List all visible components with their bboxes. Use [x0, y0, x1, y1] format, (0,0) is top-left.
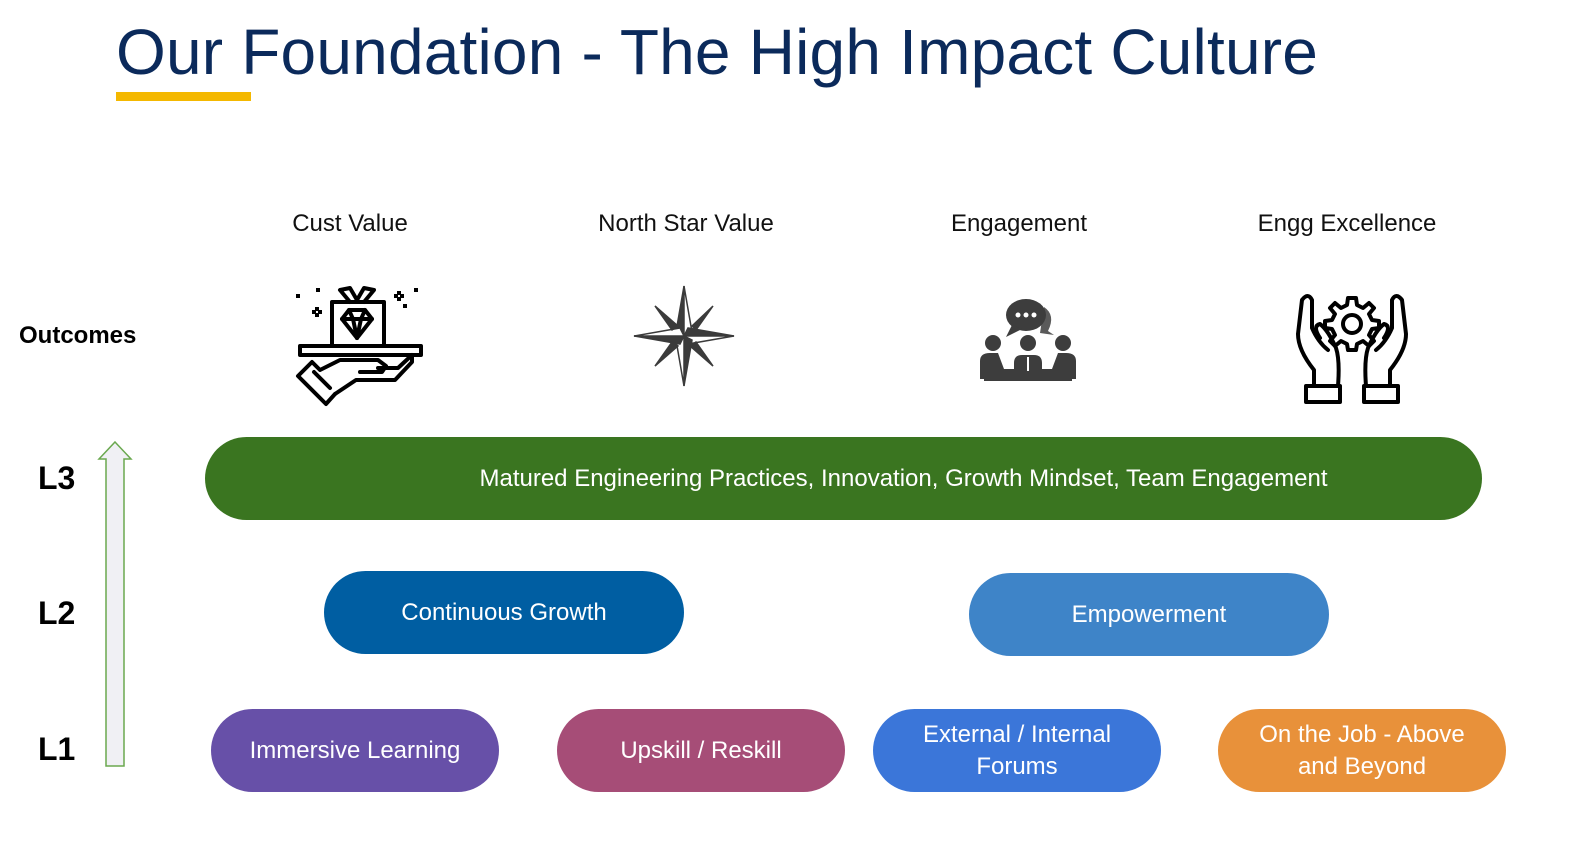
l1-pill-immersive-learning: Immersive Learning	[211, 709, 499, 792]
level-label-l2: L2	[38, 595, 76, 631]
l2-pill-empowerment: Empowerment	[969, 573, 1329, 656]
l3-pill-text: Matured Engineering Practices, Innovatio…	[479, 464, 1328, 492]
l1-pill-text: On the Job - Above and Beyond	[1259, 720, 1465, 780]
l2-pill-text: Continuous Growth	[401, 598, 607, 626]
page-title: Our Foundation - The High Impact Culture	[116, 16, 1319, 88]
outcome-label-engagement: Engagement	[950, 210, 1088, 237]
l1-pill-upskill-reskill: Upskill / Reskill	[557, 709, 845, 792]
title-underline	[116, 92, 251, 101]
outcome-label-north-star-value: North Star Value	[598, 210, 774, 237]
team-meeting-chat-icon	[976, 295, 1080, 392]
hand-gift-diamond-icon	[290, 282, 425, 419]
l1-pill-forums: External / Internal Forums	[873, 709, 1161, 792]
hands-gear-icon	[1292, 290, 1412, 413]
outcome-label-cust-value: Cust Value	[292, 210, 408, 237]
l1-pill-on-the-job: On the Job - Above and Beyond	[1218, 709, 1506, 792]
l3-pill-matured-engineering: Matured Engineering Practices, Innovatio…	[205, 437, 1482, 520]
l1-pill-text: Immersive Learning	[249, 736, 461, 764]
l2-pill-continuous-growth: Continuous Growth	[324, 571, 684, 654]
l2-pill-text: Empowerment	[1071, 600, 1227, 628]
l1-pill-text: External / Internal Forums	[922, 720, 1112, 780]
outcomes-row-label: Outcomes	[19, 322, 137, 349]
l1-pill-text: Upskill / Reskill	[620, 736, 782, 764]
level-label-l1: L1	[38, 731, 76, 767]
up-arrow-icon	[96, 440, 134, 775]
compass-star-icon	[630, 282, 738, 397]
level-label-l3: L3	[38, 460, 76, 496]
outcome-label-engg-excellence: Engg Excellence	[1257, 210, 1437, 237]
